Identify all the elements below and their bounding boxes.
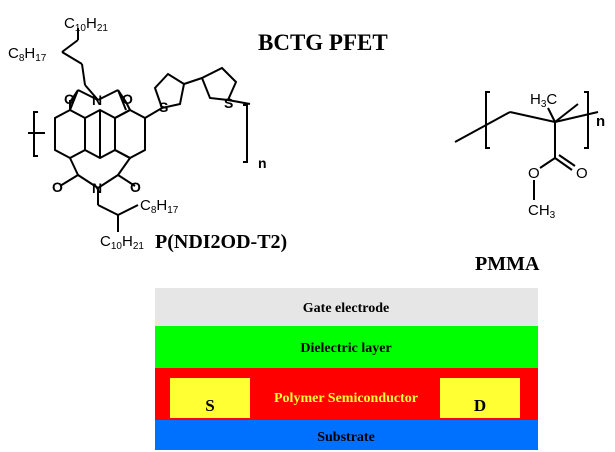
pmma-methoxy-label: CH3 [528, 202, 556, 221]
thiophene1-sulfur-label: S [159, 99, 168, 115]
pmma-repeat-n: n [596, 113, 605, 130]
bottom-left-oxygen-label: O [52, 179, 63, 195]
bottom-c8h17-label: C8H17 [140, 197, 179, 216]
bottom-c10h21-label: C10H21 [100, 233, 144, 252]
dielectric-layer-label: Dielectric layer [300, 341, 391, 356]
device-stack: Gate electrode Dielectric layer Polymer … [155, 288, 538, 450]
pmma-carbonyl-oxygen: O [576, 165, 588, 182]
thiophene2-sulfur-label: S [224, 95, 233, 111]
polymer-semiconductor-label: Polymer Semiconductor [274, 391, 418, 406]
top-c8h17-label: C8H17 [8, 45, 47, 64]
ndi-t2-structure [28, 28, 251, 232]
gate-electrode-label: Gate electrode [303, 301, 389, 316]
top-left-oxygen-label: O [64, 91, 75, 107]
ndi-atom-labels: N O O N O O S S n [52, 91, 267, 196]
pmma-methyl-label: H3C [530, 91, 557, 110]
dielectric-layer [155, 326, 538, 368]
top-c10h21-label: C10H21 [64, 15, 108, 34]
top-nitrogen-label: N [92, 92, 102, 108]
ndi-t2-name: P(NDI2OD-T2) [155, 231, 287, 253]
bottom-nitrogen-label: N [92, 180, 102, 196]
pmma-ester-oxygen: O [528, 165, 540, 182]
drain-label: D [474, 396, 486, 415]
source-contact [170, 378, 250, 418]
pmma-name: PMMA [475, 253, 540, 275]
substrate-label: Substrate [317, 430, 375, 445]
substrate-layer [155, 420, 538, 450]
pmma-structure [454, 91, 599, 200]
ndi-substituents: C10H21 C8H17 C8H17 C10H21 [8, 15, 179, 252]
gate-electrode-layer [155, 288, 538, 326]
bottom-right-oxygen-label: O [130, 179, 141, 195]
pmma-atom-labels: H3C O O CH3 n [528, 91, 605, 221]
top-right-oxygen-label: O [122, 91, 133, 107]
ndi-repeat-n: n [258, 155, 267, 171]
figure-title: BCTG PFET [258, 30, 388, 55]
drain-contact [440, 378, 520, 418]
source-label: S [205, 396, 214, 415]
